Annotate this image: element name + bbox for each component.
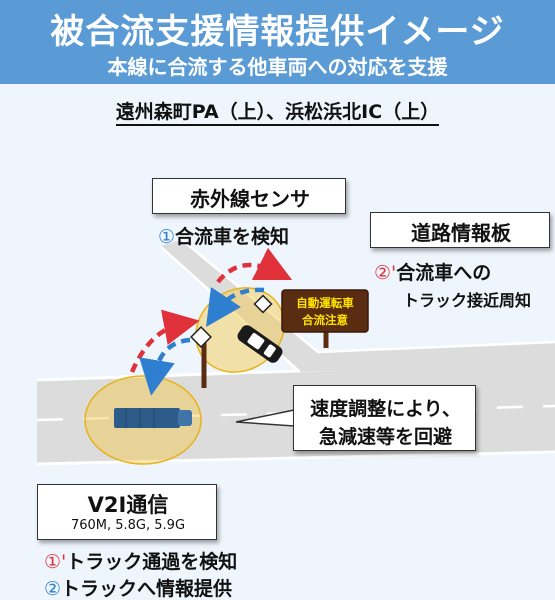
v2i-title: V2I通信 — [87, 493, 169, 517]
road-board-step: ②'合流車への — [374, 258, 491, 285]
roadside-unit-pole — [253, 294, 273, 314]
header-banner: 被合流支援情報提供イメージ 本線に合流する他車両への対応を支援 — [0, 0, 555, 84]
note-line1: 速度調整により、 — [310, 398, 461, 420]
v2i-step-2-text: トラックへ情報提供 — [61, 578, 233, 600]
v2i-step-1-number: ①' — [44, 551, 67, 573]
page-title: 被合流支援情報提供イメージ — [50, 12, 505, 52]
arrow-red-lower — [129, 309, 200, 373]
road-board-title: 道路情報板 — [411, 221, 511, 245]
v2i-step-2: ②トラックへ情報提供 — [44, 574, 232, 600]
road-board-step-line2: トラック接近周知 — [403, 291, 532, 310]
merging-car — [237, 325, 283, 363]
sensor-step-number: ① — [158, 226, 176, 248]
v2i-step-2-number: ② — [44, 578, 62, 600]
v2i-step-1-text: トラック通過を検知 — [66, 551, 238, 573]
sensor-step-text: 合流車を検知 — [175, 226, 290, 248]
sensor-step: ①合流車を検知 — [158, 222, 289, 249]
v2i-bands: 760M, 5.8G, 5.9G — [70, 518, 186, 533]
sensor-title: 赤外線センサ — [190, 187, 310, 211]
note-line2: 急減速等を回避 — [318, 426, 452, 448]
sensor-label-box: 赤外線センサ — [152, 178, 346, 214]
sign-text-line1: 自動運転車 — [296, 296, 354, 310]
arrow-blue-upper — [206, 287, 265, 327]
page-subtitle: 本線に合流する他車両への対応を支援 — [107, 55, 448, 79]
location-label: 遠州森町PA（上）、浜松浜北IC（上） — [0, 97, 555, 126]
sign-text-line2: 合流注意 — [302, 313, 348, 327]
road-board-step-number: ②' — [374, 262, 397, 284]
arrow-blue-lower — [139, 337, 191, 396]
v2i-step-1: ①'トラック通過を検知 — [44, 547, 237, 574]
road-board-label-box: 道路情報板 — [370, 212, 550, 248]
road-board-step-line1: 合流車への — [396, 262, 492, 284]
speed-adjust-note: 速度調整により、 急減速等を回避 — [293, 385, 476, 451]
road-info-sign — [281, 289, 369, 348]
truck — [114, 408, 192, 428]
arrow-red-upper — [216, 247, 293, 284]
location-text: 遠州森町PA（上）、浜松浜北IC（上） — [115, 101, 440, 126]
v2i-label-box: V2I通信 760M, 5.8G, 5.9G — [37, 484, 217, 540]
